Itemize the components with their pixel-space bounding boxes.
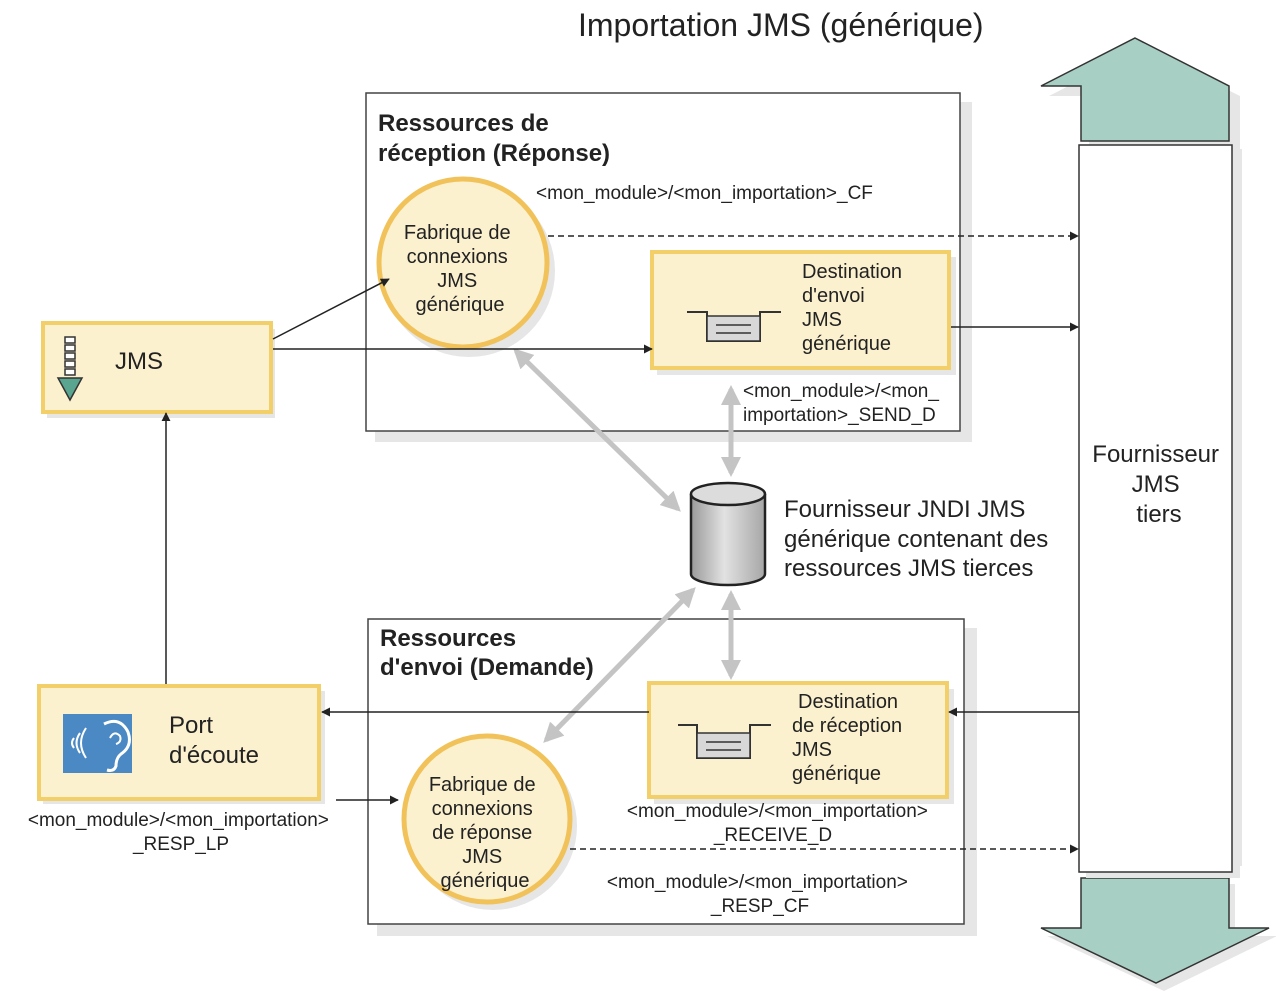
- provider-double-arrow: Fournisseur JMS tiers: [1040, 37, 1276, 991]
- send-destination-node[interactable]: Destination d'envoi JMS générique: [650, 250, 956, 375]
- response-cf-resource-label: <mon_module>/<mon_importation> _RESP_CF: [607, 872, 913, 917]
- listener-port-resource-label: <mon_module>/<mon_importation> _RESP_LP: [28, 810, 334, 855]
- listener-port-node[interactable]: Port d'écoute: [37, 684, 325, 804]
- third-party-provider-box: [1078, 144, 1233, 873]
- queue-icon: [687, 311, 781, 342]
- connection-factory-label: Fabrique de connexions JMS générique: [404, 222, 516, 316]
- send-destination-label: Destination d'envoi JMS générique: [802, 261, 908, 355]
- response-connection-factory-label: Fabrique de connexions de réponse JMS gé…: [429, 774, 541, 892]
- listener-port-label: Port d'écoute: [169, 712, 259, 769]
- jms-label: JMS: [115, 348, 163, 375]
- jndi-provider-label: Fournisseur JNDI JMS générique contenant…: [784, 496, 1055, 582]
- diagram-title: Importation JMS (générique): [578, 7, 984, 43]
- reception-group-heading: Ressources de réception (Réponse): [378, 110, 610, 167]
- connection-factory-node[interactable]: Fabrique de connexions JMS générique: [376, 176, 555, 357]
- response-connection-factory-node[interactable]: Fabrique de connexions de réponse JMS gé…: [401, 733, 577, 910]
- jms-download-icon: [56, 336, 84, 402]
- jndi-database: Fournisseur JNDI JMS générique contenant…: [689, 481, 1055, 587]
- cf-resource-label: <mon_module>/<mon_importation>_CF: [536, 183, 873, 204]
- receive-destination-node[interactable]: Destination de réception JMS générique: [647, 681, 954, 804]
- listener-ear-icon: [63, 714, 132, 773]
- receive-destination-resource-label: <mon_module>/<mon_importation> _RECEIVE_…: [627, 801, 933, 846]
- jms-node[interactable]: JMS: [41, 321, 275, 418]
- send-destination-resource-label: <mon_module>/<mon_ importation>_SEND_D: [743, 381, 944, 426]
- third-party-provider-label: Fournisseur JMS tiers: [1092, 441, 1225, 528]
- jndi-connectors: [513, 348, 741, 743]
- database-icon: [689, 481, 767, 587]
- flow-arrows: [161, 231, 1079, 854]
- receive-destination-label: Destination de réception JMS générique: [792, 691, 908, 785]
- queue-icon: [678, 724, 771, 759]
